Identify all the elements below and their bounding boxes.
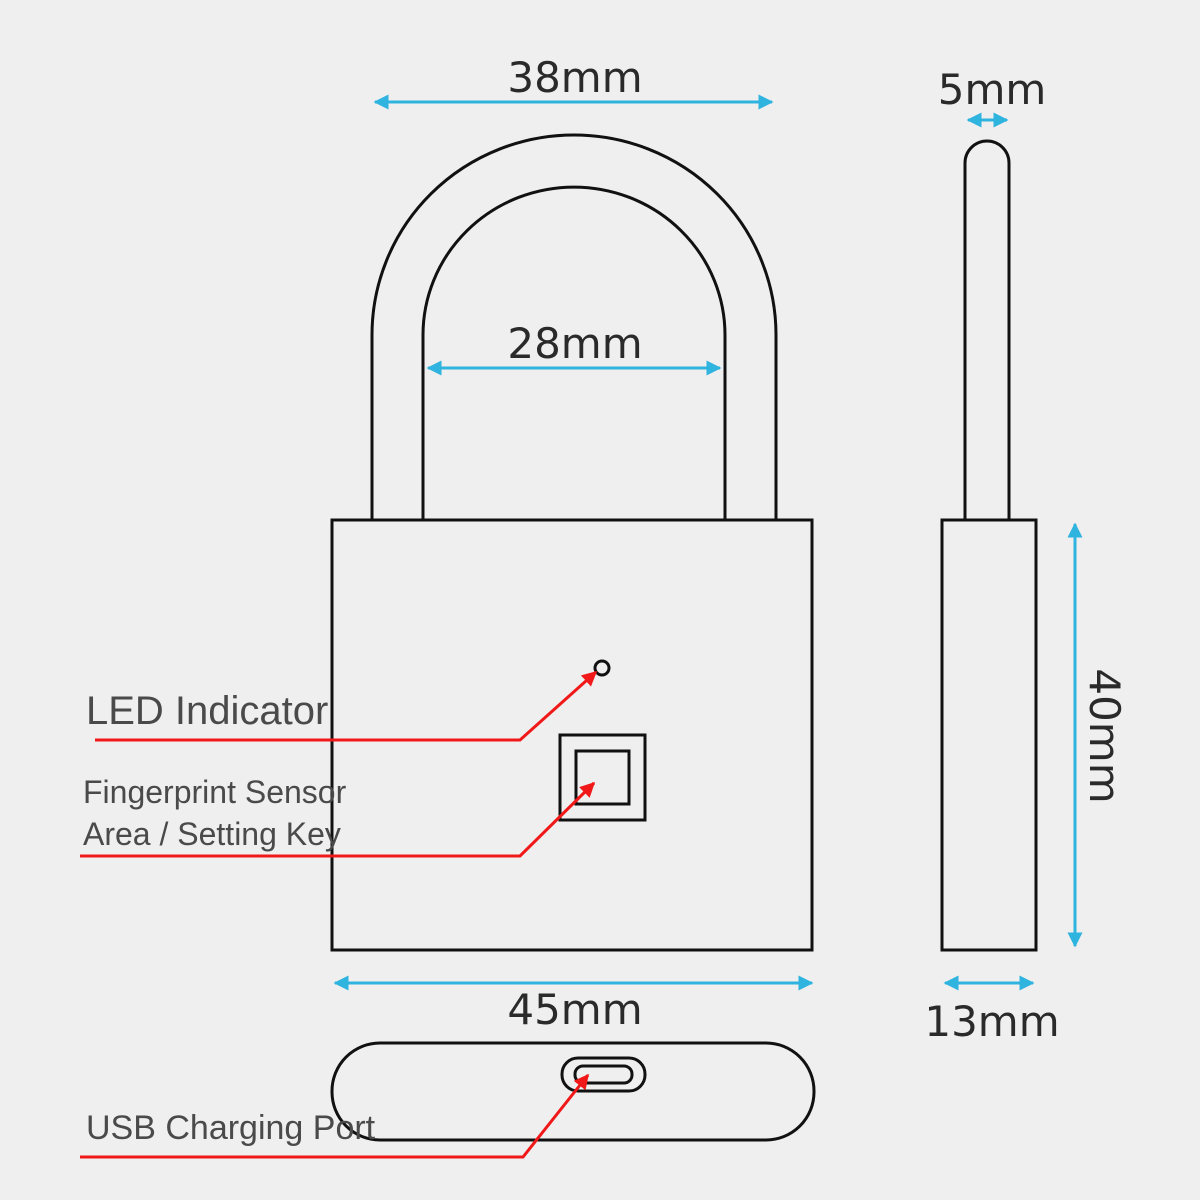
led-indicator	[593, 659, 611, 677]
shackle-outer-outline	[370, 133, 778, 520]
front-body	[330, 518, 814, 952]
side-shackle	[963, 139, 1011, 520]
callout-label-sensor-line1: Fingerprint Sensor	[83, 774, 347, 810]
callout-line-sensor	[80, 781, 596, 858]
side-body	[940, 518, 1038, 952]
bottom-view-body	[330, 1041, 816, 1142]
callout-label-led: LED Indicator	[86, 689, 328, 733]
callout-line-led	[95, 670, 598, 742]
dim-label-28mm: 28mm	[507, 319, 642, 368]
callout-line-usb	[80, 1073, 590, 1159]
fingerprint-sensor	[574, 749, 631, 806]
callout-label-usb: USB Charging Port	[86, 1109, 376, 1147]
dim-label-40mm: 40mm	[1080, 668, 1129, 803]
dim-label-5mm: 5mm	[938, 65, 1047, 114]
usb-port-outer	[560, 1056, 647, 1093]
dim-label-38mm: 38mm	[507, 53, 642, 102]
dim-label-13mm: 13mm	[924, 997, 1059, 1046]
sensor-outer-frame	[558, 733, 647, 822]
callout-label-sensor-line2: Area / Setting Key	[83, 816, 341, 852]
shackle-inner-outline	[421, 185, 727, 520]
front-shackle	[370, 133, 778, 520]
dim-label-45mm: 45mm	[507, 985, 642, 1034]
